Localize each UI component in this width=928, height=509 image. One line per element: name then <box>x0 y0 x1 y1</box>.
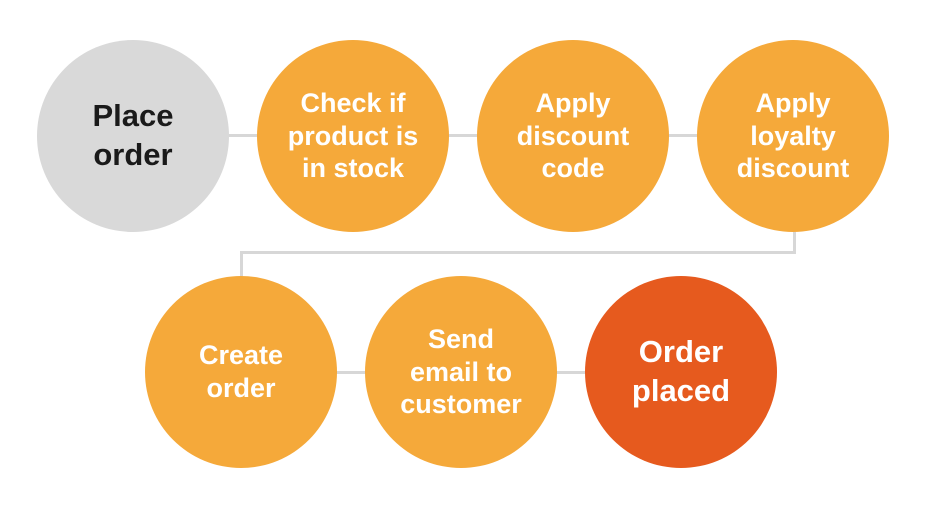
connector-place-to-check <box>228 134 262 137</box>
node-label-apply-loyalty-discount: Apply loyalty discount <box>736 87 850 184</box>
connector-row-wrap <box>240 251 796 254</box>
connector-create-to-email <box>335 371 369 374</box>
connector-discount-to-loyalty <box>668 134 702 137</box>
node-send-email: Send email to customer <box>365 276 557 468</box>
connector-check-to-discount <box>448 134 482 137</box>
node-label-send-email: Send email to customer <box>400 323 522 420</box>
node-label-apply-discount-code: Apply discount code <box>516 87 630 184</box>
node-label-order-placed: Order placed <box>631 334 731 408</box>
connector-email-to-placed <box>555 371 589 374</box>
node-label-place-order: Place order <box>92 98 174 172</box>
connector-loyalty-down <box>793 232 796 254</box>
node-create-order: Create order <box>145 276 337 468</box>
node-apply-loyalty-discount: Apply loyalty discount <box>697 40 889 232</box>
node-check-stock: Check if product is in stock <box>257 40 449 232</box>
node-place-order: Place order <box>37 40 229 232</box>
connector-wrap-down <box>240 251 243 277</box>
node-label-check-stock: Check if product is in stock <box>287 87 419 184</box>
node-order-placed: Order placed <box>585 276 777 468</box>
node-apply-discount-code: Apply discount code <box>477 40 669 232</box>
node-label-create-order: Create order <box>198 340 284 403</box>
